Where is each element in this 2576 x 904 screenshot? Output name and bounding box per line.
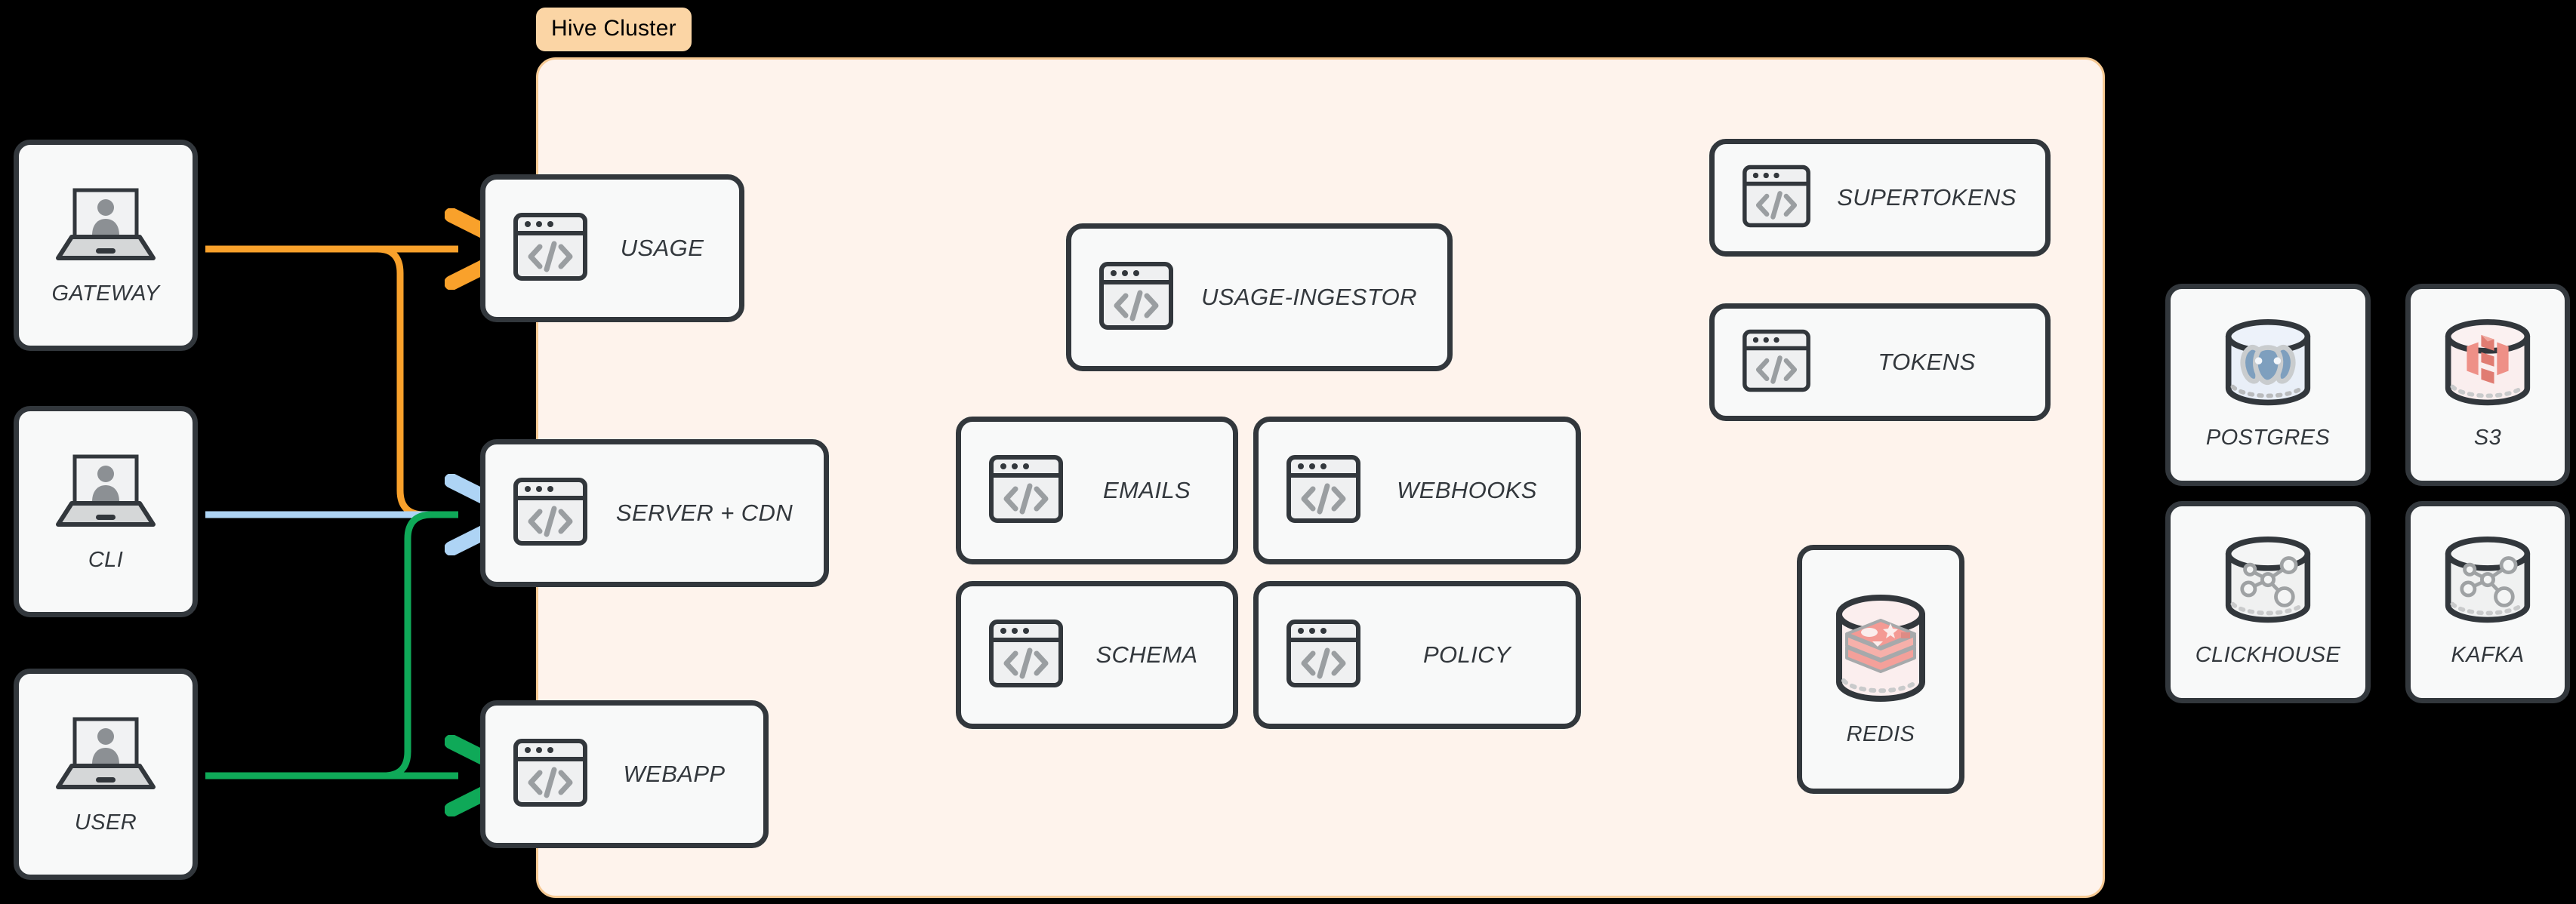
code-window-icon	[1286, 617, 1361, 693]
store-label: S3	[2473, 426, 2502, 450]
store-node-clickhouse[interactable]: CLICKHOUSE	[2165, 501, 2371, 703]
client-label: USER	[74, 810, 137, 835]
graph-database-icon	[2434, 537, 2541, 629]
service-label: SERVER + CDN	[615, 500, 793, 526]
client-node-cli[interactable]: CLI	[14, 406, 198, 617]
store-node-s3[interactable]: S3	[2405, 284, 2570, 486]
service-label: TOKENS	[1878, 349, 1976, 375]
code-window-icon	[1098, 260, 1174, 336]
code-window-icon	[513, 736, 588, 813]
postgres-database-icon	[2214, 319, 2322, 412]
client-node-user[interactable]: USER	[14, 669, 198, 880]
s3-database-icon	[2434, 319, 2541, 412]
service-label: SUPERTOKENS	[1837, 184, 2017, 211]
code-window-icon	[988, 617, 1064, 693]
code-window-icon	[1742, 327, 1811, 398]
store-label: CLICKHOUSE	[2195, 643, 2341, 667]
service-label: USAGE	[620, 235, 704, 261]
service-label: USAGE-INGESTOR	[1201, 284, 1417, 310]
service-node-policy[interactable]: POLICY	[1253, 581, 1581, 729]
service-label: WEBAPP	[623, 761, 726, 787]
service-node-usage[interactable]: USAGE	[480, 174, 744, 322]
service-node-emails[interactable]: EMAILS	[956, 417, 1238, 564]
service-node-webhooks[interactable]: WEBHOOKS	[1253, 417, 1581, 564]
laptop-user-icon	[53, 713, 159, 800]
store-label: KAFKA	[2451, 643, 2525, 667]
service-label: SCHEMA	[1095, 641, 1198, 668]
service-label: EMAILS	[1102, 477, 1191, 503]
code-window-icon	[513, 475, 588, 552]
store-node-redis[interactable]: REDIS	[1797, 545, 1964, 794]
service-node-webapp[interactable]: WEBAPP	[480, 700, 769, 848]
connector-user-to-server-cdn	[205, 511, 458, 779]
service-node-schema[interactable]: SCHEMA	[956, 581, 1238, 729]
connector-gateway-to-server-cdn	[205, 245, 458, 518]
service-label: WEBHOOKS	[1397, 477, 1537, 503]
code-window-icon	[1742, 163, 1811, 233]
laptop-user-icon	[53, 184, 159, 271]
graph-database-icon	[2214, 537, 2322, 629]
client-label: GATEWAY	[51, 281, 160, 306]
store-label: REDIS	[1846, 722, 1915, 746]
service-node-server-cdn[interactable]: SERVER + CDN	[480, 439, 829, 587]
laptop-user-icon	[53, 450, 159, 537]
code-window-icon	[1286, 453, 1361, 529]
code-window-icon	[513, 211, 588, 287]
service-node-supertokens[interactable]: SUPERTOKENS	[1709, 139, 2051, 257]
store-node-postgres[interactable]: POSTGRES	[2165, 284, 2371, 486]
redis-database-icon	[1827, 592, 1934, 709]
store-label: POSTGRES	[2205, 426, 2331, 450]
code-window-icon	[988, 453, 1064, 529]
service-node-tokens[interactable]: TOKENS	[1709, 303, 2051, 421]
hive-cluster-label: Hive Cluster	[536, 8, 692, 51]
service-node-usage-ingestor[interactable]: USAGE-INGESTOR	[1066, 223, 1453, 371]
client-node-gateway[interactable]: GATEWAY	[14, 140, 198, 351]
client-label: CLI	[88, 548, 124, 572]
service-label: POLICY	[1422, 641, 1511, 668]
store-node-kafka[interactable]: KAFKA	[2405, 501, 2570, 703]
